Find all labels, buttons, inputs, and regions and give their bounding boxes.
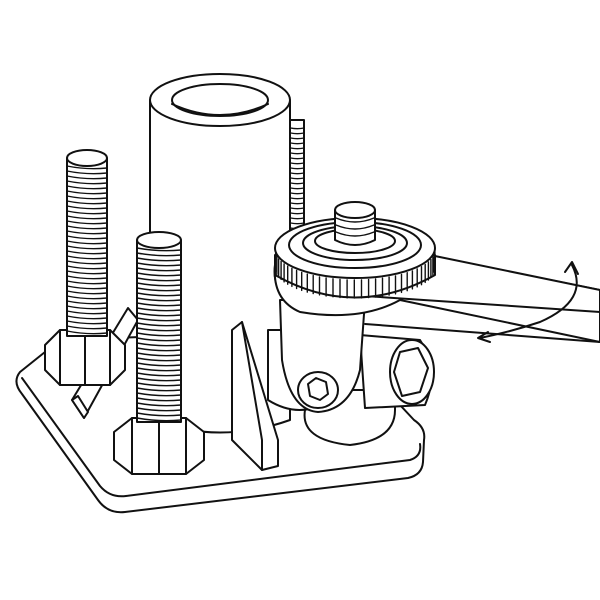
socket-joint bbox=[267, 299, 435, 446]
thread-line bbox=[136, 302, 182, 307]
thread-line bbox=[136, 292, 182, 297]
thread-line bbox=[136, 272, 182, 277]
thread-line bbox=[136, 367, 182, 372]
thread-line bbox=[66, 235, 108, 240]
thread-line bbox=[66, 310, 108, 315]
thread-line bbox=[66, 275, 108, 280]
thread-line bbox=[66, 210, 108, 215]
thread-line bbox=[136, 247, 182, 252]
thread-line bbox=[66, 305, 108, 310]
thread-line bbox=[66, 280, 108, 285]
right-gusset bbox=[231, 321, 279, 471]
thread-line bbox=[136, 307, 182, 312]
thread-line bbox=[66, 265, 108, 270]
thread-line bbox=[136, 277, 182, 282]
thread-line bbox=[66, 250, 108, 255]
thread-line bbox=[66, 285, 108, 290]
front-bolt bbox=[113, 231, 205, 475]
thread-line bbox=[136, 267, 182, 272]
thread-line bbox=[136, 377, 182, 382]
thread-line bbox=[66, 300, 108, 305]
thread-line bbox=[136, 297, 182, 302]
thread-line bbox=[136, 397, 182, 402]
thread-line bbox=[66, 270, 108, 275]
thread-line bbox=[66, 225, 108, 230]
thread-line bbox=[66, 200, 108, 205]
thread-line bbox=[136, 332, 182, 337]
ratchet-wrench bbox=[273, 201, 600, 343]
thread-line bbox=[66, 245, 108, 250]
thread-line bbox=[66, 255, 108, 260]
thread-line bbox=[136, 417, 182, 422]
thread-line bbox=[136, 282, 182, 287]
thread-line bbox=[136, 342, 182, 347]
thread-line bbox=[136, 252, 182, 257]
thread-line bbox=[66, 330, 108, 335]
thread-line bbox=[66, 325, 108, 330]
thread-line bbox=[66, 315, 108, 320]
thread-line bbox=[136, 327, 182, 332]
thread-line bbox=[136, 362, 182, 367]
thread-line bbox=[136, 337, 182, 342]
thread-line bbox=[136, 347, 182, 352]
left-bolt bbox=[44, 149, 126, 386]
thread-line bbox=[136, 382, 182, 387]
thread-line bbox=[66, 320, 108, 325]
thread-line bbox=[136, 317, 182, 322]
thread-line bbox=[136, 287, 182, 292]
thread-line bbox=[136, 372, 182, 377]
thread-line bbox=[136, 322, 182, 327]
thread-line bbox=[136, 392, 182, 397]
thread-line bbox=[136, 352, 182, 357]
thread-line bbox=[66, 220, 108, 225]
thread-line bbox=[136, 407, 182, 412]
thread-line bbox=[136, 402, 182, 407]
thread-line bbox=[66, 180, 108, 185]
thread-line bbox=[66, 170, 108, 175]
thread-line bbox=[66, 240, 108, 245]
thread-line bbox=[66, 185, 108, 190]
thread-line bbox=[136, 312, 182, 317]
thread-line bbox=[66, 195, 108, 200]
thread-line bbox=[66, 215, 108, 220]
thread-line bbox=[136, 387, 182, 392]
thread-line bbox=[136, 412, 182, 417]
thread-line bbox=[66, 175, 108, 180]
thread-line bbox=[66, 165, 108, 170]
thread-line bbox=[66, 260, 108, 265]
rotation-arrow-icon bbox=[477, 261, 579, 343]
thread-line bbox=[66, 290, 108, 295]
thread-line bbox=[136, 262, 182, 267]
thread-line bbox=[66, 190, 108, 195]
thread-line bbox=[66, 295, 108, 300]
thread-line bbox=[66, 230, 108, 235]
thread-line bbox=[136, 257, 182, 262]
thread-line bbox=[66, 205, 108, 210]
thread-line bbox=[136, 357, 182, 362]
